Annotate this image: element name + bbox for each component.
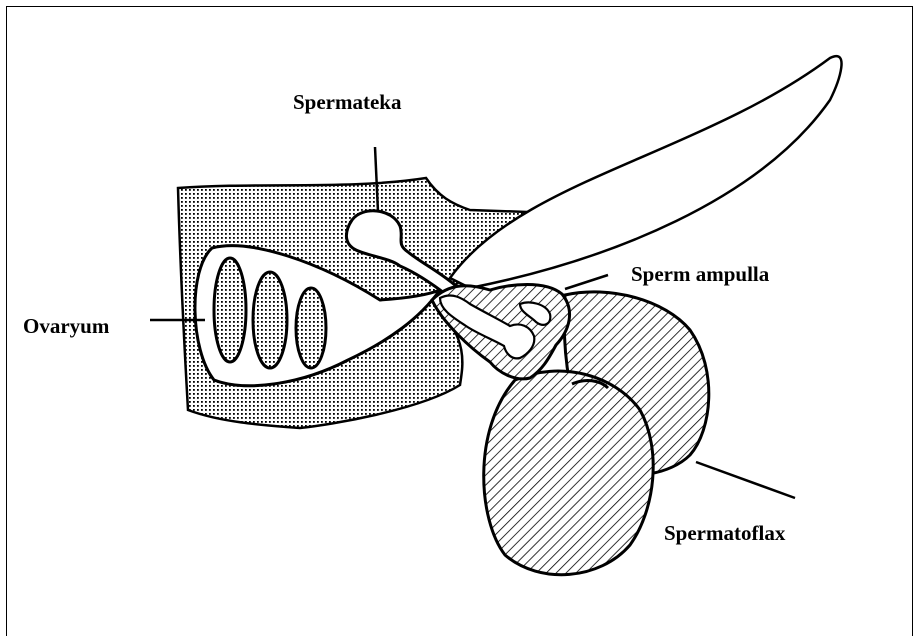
label-sperm-ampulla: Sperm ampulla — [631, 262, 770, 286]
ovariole-3 — [296, 288, 326, 368]
ovariole-2 — [253, 272, 287, 368]
label-spermatoflax: Spermatoflax — [664, 521, 786, 545]
ampulla-leader — [565, 275, 608, 289]
ovipositor — [450, 56, 842, 288]
ovariole-1 — [214, 258, 246, 362]
spermatophore-front — [484, 371, 653, 575]
spermatoflax-leader — [696, 462, 795, 498]
label-ovaryum: Ovaryum — [23, 314, 110, 338]
label-spermateka: Spermateka — [293, 90, 402, 114]
